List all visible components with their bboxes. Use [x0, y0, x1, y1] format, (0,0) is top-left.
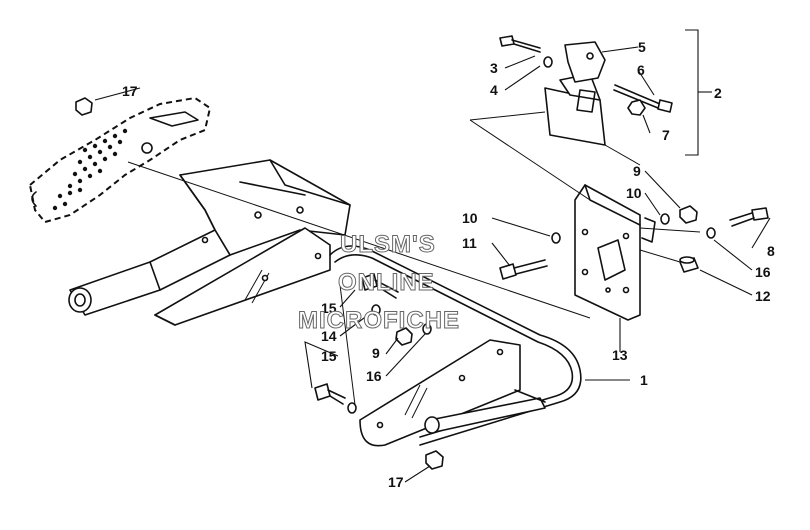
- watermark-line-1: ULSM'S: [340, 231, 436, 258]
- callout-17-top: 17: [122, 83, 138, 99]
- callout-9-top: 9: [633, 163, 641, 179]
- main-loop-frame: [329, 245, 582, 447]
- callout-4: 4: [490, 82, 498, 98]
- callout-15-top: 15: [321, 300, 337, 316]
- callout-7: 7: [662, 127, 670, 143]
- watermark-line-2: ONLINE: [338, 269, 435, 296]
- callout-12: 12: [755, 288, 771, 304]
- callout-16-right: 16: [755, 264, 771, 280]
- callout-16-lower: 16: [366, 368, 382, 384]
- hitch-assembly: [499, 29, 712, 156]
- callout-8: 8: [767, 243, 775, 259]
- mounting-plate: [574, 184, 656, 321]
- upper-mount-bracket: [68, 159, 351, 326]
- callout-15-lower: 15: [321, 348, 337, 364]
- watermark-line-3: MICROFICHE: [298, 307, 460, 334]
- callout-17-bottom: 17: [388, 474, 404, 490]
- dashed-reference-part: [28, 96, 212, 224]
- callout-9-lower: 9: [372, 345, 380, 361]
- callout-10-right: 10: [626, 185, 642, 201]
- callout-14: 14: [321, 328, 337, 344]
- callout-10-left: 10: [462, 210, 478, 226]
- watermark: ULSM'S ONLINE MICROFICHE: [298, 231, 460, 335]
- callout-5: 5: [638, 39, 646, 55]
- leader-lines: [94, 46, 771, 483]
- callout-2: 2: [714, 85, 722, 101]
- left-hardware: [75, 97, 444, 470]
- callout-6: 6: [637, 62, 645, 78]
- callout-3: 3: [490, 60, 498, 76]
- callout-13: 13: [612, 347, 628, 363]
- callout-11: 11: [462, 235, 477, 251]
- callout-labels: 17 5 6 2 3 4 7 9 10 10 11 8 16 12 15 14 …: [122, 39, 775, 490]
- right-hardware: [499, 205, 769, 280]
- callout-1: 1: [640, 372, 648, 388]
